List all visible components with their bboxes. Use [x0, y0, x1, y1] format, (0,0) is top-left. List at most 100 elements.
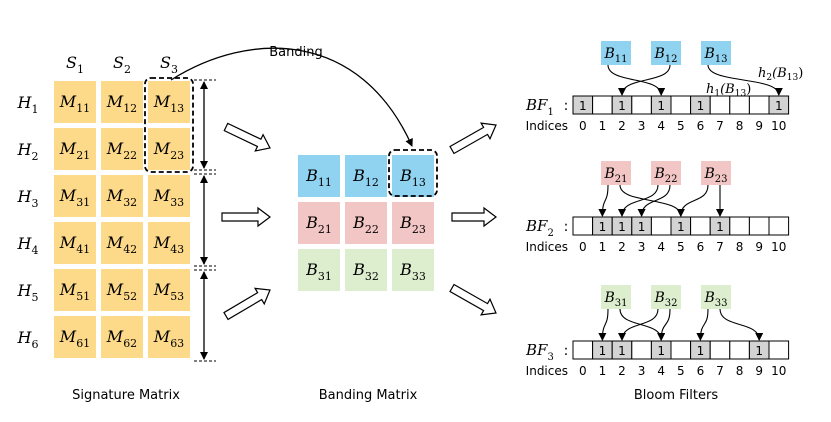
bit-cell-1-3 — [631, 95, 652, 115]
signature-cell-label-32-base: M — [106, 186, 124, 205]
hash-label-1-arg: (B — [720, 82, 735, 97]
signature-cell-label-52: M52 — [106, 280, 137, 303]
signature-cell-label-43-base: M — [153, 233, 171, 252]
bloom-item-label-21: B21 — [603, 166, 627, 185]
banding-cell-label-12-base: B — [352, 166, 365, 185]
signature-cell-32 — [101, 175, 143, 217]
hash-label-2-fn: h — [758, 66, 766, 81]
signature-cell-label-13-base: M — [153, 92, 171, 111]
index-1-6: 6 — [697, 119, 705, 133]
index-3-9: 9 — [755, 364, 763, 378]
signature-cell-label-11-sub: 11 — [76, 102, 90, 115]
banding-cell-label-32-base: B — [352, 260, 365, 279]
signature-cell-label-61: M61 — [59, 327, 90, 350]
bit-cell-1-1 — [592, 95, 613, 115]
bit-value-1-10: 1 — [775, 99, 783, 113]
row-header-H3-base: H — [17, 187, 33, 206]
banding-cell-23 — [392, 202, 434, 244]
bit-value-2-2: 1 — [618, 220, 626, 234]
bloom-item-label-22: B22 — [653, 166, 677, 185]
signature-cell-label-33-base: M — [153, 186, 171, 205]
signature-cell-label-22-sub: 22 — [123, 149, 137, 162]
signature-cell-label-32-sub: 32 — [123, 196, 137, 209]
index-1-0: 0 — [579, 119, 587, 133]
banding-cell-label-31-base: B — [305, 260, 318, 279]
index-3-10: 10 — [771, 364, 786, 378]
bloom-filter-label-1: BF1 — [525, 96, 554, 118]
signature-cell-label-63-sub: 63 — [170, 337, 184, 350]
row-header-H5: H5 — [17, 281, 39, 304]
bloom-item-label-11: B11 — [603, 46, 627, 65]
banding-cell-label-11-base: B — [305, 166, 318, 185]
bloom-item-label-31-base: B — [603, 290, 614, 306]
index-1-2: 2 — [618, 119, 626, 133]
flow-arrows — [221, 122, 497, 321]
signature-cell-23 — [148, 128, 190, 170]
column-header-S2-sub: 2 — [124, 63, 131, 76]
hash-label-1-close: ) — [746, 82, 751, 97]
bloom-item-11 — [601, 41, 631, 65]
column-header-S3-sub: 3 — [171, 63, 178, 76]
index-2-10: 10 — [771, 240, 786, 254]
hash-label-1: h1(B13) — [706, 82, 751, 99]
bloom-item-label-21-sub: 21 — [615, 174, 628, 185]
signature-cell-31 — [54, 175, 96, 217]
column-header-S3-base: S — [160, 53, 171, 72]
signature-cell-label-51-base: M — [59, 280, 77, 299]
signature-cell-22 — [101, 128, 143, 170]
signature-cell-label-33: M33 — [153, 186, 184, 209]
bloom-item-label-32: B32 — [653, 290, 677, 309]
signature-cell-label-21-base: M — [59, 139, 77, 158]
signature-cell-label-11: M11 — [59, 92, 90, 115]
signature-cell-label-63-base: M — [153, 327, 171, 346]
flow-arrow-band-1 — [223, 122, 271, 152]
banding-cell-label-21-sub: 21 — [318, 223, 332, 236]
signature-cell-label-41-base: M — [59, 233, 77, 252]
hash-label-2-arg: (B — [772, 66, 787, 81]
bit-cell-3-5 — [670, 340, 692, 360]
signature-cell-label-12-base: M — [106, 92, 124, 111]
hash-arrow-22-to-3 — [637, 184, 671, 217]
banding-cell-label-31-sub: 31 — [318, 270, 332, 283]
banding-cell-31 — [298, 249, 340, 291]
hash-arrow-23-to-5 — [676, 184, 709, 217]
banding-cell-label-13: B13 — [399, 166, 426, 189]
flow-arrow-band-2 — [221, 206, 271, 228]
bloom-item-21 — [601, 161, 631, 185]
row-header-H4-sub: 4 — [31, 244, 38, 257]
row-header-H5-base: H — [17, 281, 33, 300]
bloom-item-label-11-base: B — [603, 46, 614, 62]
signature-cell-label-43-sub: 43 — [170, 243, 184, 256]
index-2-4: 4 — [657, 240, 665, 254]
bit-value-1-4: 1 — [657, 99, 665, 113]
signature-cell-label-61-base: M — [59, 327, 77, 346]
bloom-item-label-32-base: B — [653, 290, 664, 306]
bloom-item-label-11-sub: 11 — [615, 54, 628, 65]
row-header-H6-sub: 6 — [31, 338, 38, 351]
column-header-S1: S1 — [66, 53, 84, 76]
hash-arrow-12-to-2 — [618, 64, 671, 96]
signature-cell-label-41-sub: 41 — [76, 243, 90, 256]
row-header-H1-base: H — [17, 93, 33, 112]
signature-cell-43 — [148, 222, 190, 264]
hash-arrow-33-to-6 — [696, 308, 709, 341]
bloom-item-label-23: B23 — [703, 166, 727, 185]
flow-arrow-band-3 — [223, 287, 271, 321]
banding-cell-label-12: B12 — [352, 166, 379, 189]
index-3-4: 4 — [657, 364, 665, 378]
row-header-H6: H6 — [17, 328, 39, 351]
bloom-item-label-31-sub: 31 — [615, 298, 628, 309]
row-header-H3-sub: 3 — [31, 197, 38, 210]
bit-value-1-2: 1 — [618, 99, 626, 113]
banding-cell-32 — [345, 249, 387, 291]
signature-cell-11 — [54, 81, 96, 123]
index-1-9: 9 — [755, 119, 763, 133]
hash-arrow-32-to-4 — [657, 308, 671, 341]
banding-cell-label-31: B31 — [305, 260, 332, 283]
banding-cell-label-13-sub: 13 — [412, 176, 426, 189]
hash-arrow-21-to-5 — [619, 184, 685, 217]
indices-label-1: Indices — [526, 119, 568, 133]
